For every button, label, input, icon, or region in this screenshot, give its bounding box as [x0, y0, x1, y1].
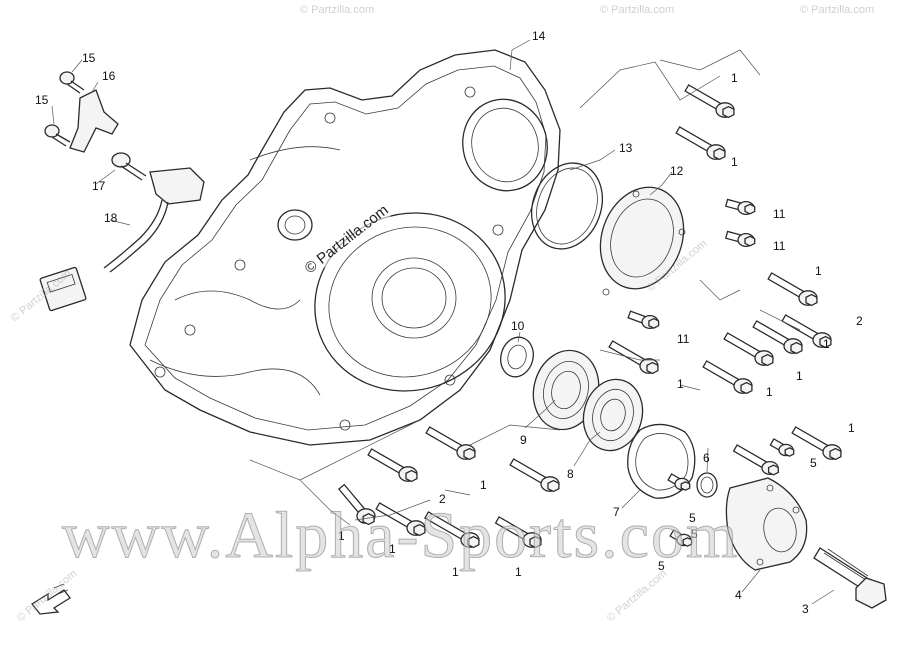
- callout-1: 1: [731, 155, 738, 169]
- filter-housing-4: [725, 477, 808, 571]
- bolt-head: [805, 293, 818, 307]
- callout-3: 3: [802, 602, 809, 616]
- callout-1: 1: [731, 71, 738, 85]
- callout-1: 1: [796, 369, 803, 383]
- crankcase-cover: [129, 49, 561, 446]
- callout-18: 18: [104, 211, 118, 225]
- o-ring-gasket-13: [531, 162, 603, 250]
- callout-11: 11: [677, 332, 690, 346]
- callout-5: 5: [810, 456, 817, 470]
- bolt-head: [547, 479, 560, 493]
- callout-5: 5: [689, 511, 696, 525]
- bolt-head: [784, 447, 795, 457]
- bolt-head: [362, 512, 375, 526]
- faint-watermark: © Partzilla.com: [300, 4, 375, 16]
- callout-1: 1: [848, 421, 855, 435]
- callout-7: 7: [613, 505, 620, 519]
- callout-1: 1: [766, 385, 773, 399]
- bolt-head: [682, 537, 693, 547]
- bolt-15: [44, 71, 85, 147]
- callout-17: 17: [92, 179, 106, 193]
- callout-2: 2: [439, 492, 446, 506]
- bolt-head: [767, 464, 779, 476]
- bolt-head: [790, 341, 803, 355]
- bolt-group: [337, 84, 842, 549]
- callout-15: 15: [82, 51, 96, 65]
- callout-8: 8: [567, 467, 574, 481]
- callout-labels: 1 1 1 1 1 1 1 1 1 1 1 1 1 2 2 3 4 5 5 5 …: [35, 29, 863, 616]
- callout-1: 1: [480, 478, 487, 492]
- sensor-18: [39, 167, 205, 312]
- drain-plug-bolt-3: [813, 547, 887, 609]
- callout-10: 10: [511, 319, 525, 333]
- callout-1: 1: [389, 542, 396, 556]
- callout-1: 1: [823, 337, 830, 351]
- callout-11: 11: [773, 239, 786, 253]
- bracket-16: [69, 89, 119, 153]
- callout-1: 1: [815, 264, 822, 278]
- front-arrow-icon: [31, 583, 71, 615]
- callout-5: 5: [658, 559, 665, 573]
- leader-lines: [51, 39, 835, 605]
- bolt-head: [713, 147, 726, 161]
- o-ring-6: [696, 472, 718, 498]
- oil-seal-10: [500, 336, 534, 378]
- bolt-head: [829, 447, 842, 461]
- bolt-head: [646, 361, 659, 375]
- callout-1: 1: [452, 565, 459, 579]
- bearing-9: [532, 349, 600, 431]
- bolt-head: [744, 203, 756, 215]
- bolt-head: [722, 105, 735, 119]
- callout-6: 6: [703, 451, 710, 465]
- faint-watermark: © Partzilla.com: [800, 4, 875, 16]
- gasket-7: [627, 423, 696, 499]
- callout-14: 14: [532, 29, 546, 43]
- callout-1: 1: [677, 377, 684, 391]
- bearing-cover-12: [599, 186, 686, 296]
- bolt-head: [648, 317, 660, 329]
- bearing-8: [582, 378, 644, 452]
- bolt-head: [405, 469, 418, 483]
- callout-13: 13: [619, 141, 633, 155]
- bolt-head: [413, 523, 426, 537]
- callout-9: 9: [520, 433, 527, 447]
- callout-5: 5: [691, 527, 698, 541]
- callout-11: 11: [773, 207, 786, 221]
- callout-16: 16: [102, 69, 116, 83]
- callout-1: 1: [338, 529, 345, 543]
- bolt-head: [819, 335, 832, 349]
- faint-watermark: © Partzilla.com: [600, 4, 675, 16]
- bolt-head: [463, 447, 476, 461]
- bolt-head: [761, 353, 774, 367]
- callout-15: 15: [35, 93, 49, 107]
- bolt-head: [680, 481, 691, 491]
- callout-4: 4: [735, 588, 742, 602]
- bolt-head: [740, 381, 753, 395]
- bolt-head: [529, 535, 542, 549]
- callout-2: 2: [856, 314, 863, 328]
- bolt-head: [744, 235, 756, 247]
- callout-1: 1: [515, 565, 522, 579]
- bolt-head: [467, 535, 480, 549]
- bolt-17: [111, 152, 147, 181]
- callout-12: 12: [670, 164, 684, 178]
